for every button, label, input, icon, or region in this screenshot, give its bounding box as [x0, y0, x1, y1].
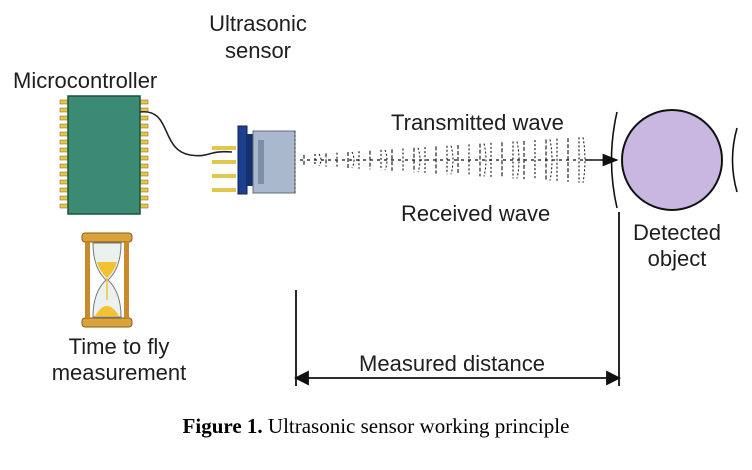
detected-object-icon	[610, 109, 738, 211]
sensor-label-line1: Ultrasonic	[209, 11, 307, 36]
figure-caption-prefix: Figure 1.	[182, 414, 263, 438]
time-label-line2: measurement	[52, 360, 187, 385]
figure-caption: Figure 1. Ultrasonic sensor working prin…	[0, 414, 752, 439]
ultrasonic-sensor-icon	[212, 125, 296, 195]
hourglass-icon	[81, 232, 133, 328]
received-wave-label: Received wave	[401, 201, 550, 226]
detected-object-label-line2: object	[648, 246, 707, 271]
microcontroller-chip-icon	[59, 95, 149, 215]
cable	[139, 111, 233, 157]
wave-pattern	[300, 137, 586, 183]
measured-distance-dimension	[293, 212, 622, 386]
detected-object-label-line1: Detected	[633, 220, 721, 245]
figure-caption-text: Ultrasonic sensor working principle	[262, 414, 570, 438]
sensor-label-line2: sensor	[225, 38, 291, 63]
microcontroller-label: Microcontroller	[13, 68, 157, 93]
measured-distance-label: Measured distance	[359, 351, 545, 376]
transmitted-wave-label: Transmitted wave	[391, 110, 564, 135]
time-label-line1: Time to fly	[69, 334, 170, 359]
